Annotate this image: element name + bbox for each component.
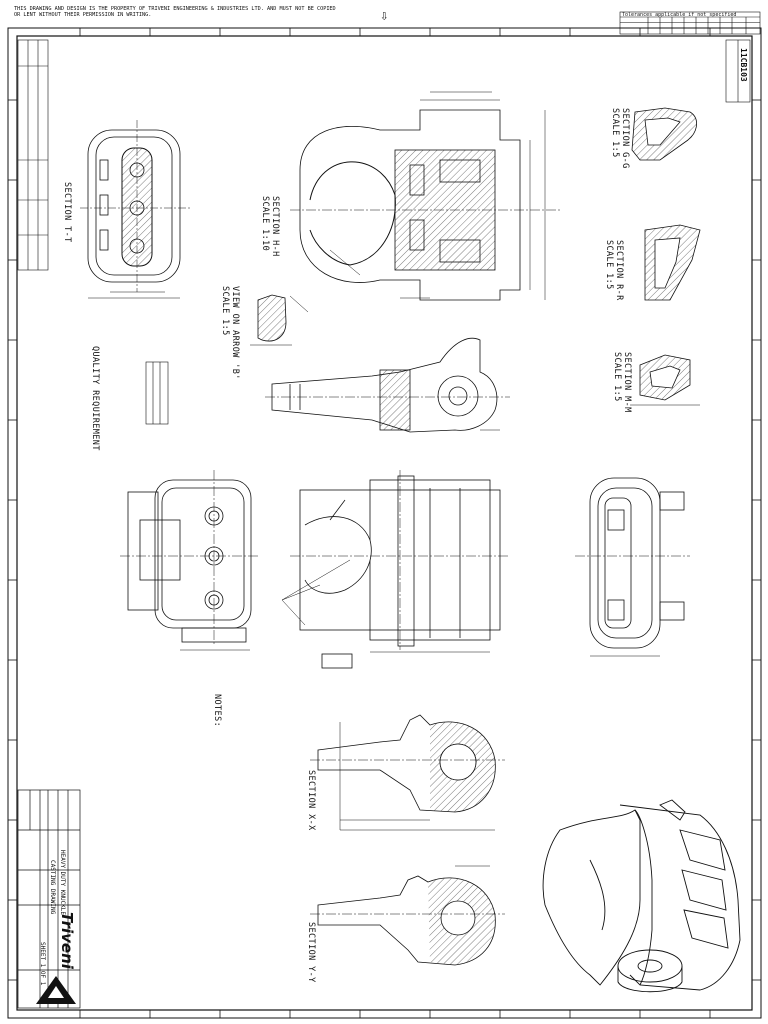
section-m-m-scale: SCALE 1:5 (612, 352, 622, 402)
outer-border (7, 27, 762, 1019)
view-arrow-icon: ⇩ (380, 8, 389, 24)
isometric-view-drawing (542, 799, 741, 993)
section-y-y-drawing (310, 865, 505, 966)
section-t-t-drawing (80, 120, 190, 299)
view-arrow-b-title: VIEW ON ARROW 'B' (230, 286, 240, 380)
quality-table (145, 361, 169, 425)
section-h-h-drawing (290, 91, 560, 301)
section-m-m-title: SECTION M-M (622, 352, 632, 413)
zone-ticks-top (79, 28, 711, 36)
section-r-r-title: SECTION R-R (614, 240, 624, 301)
section-r-r-drawing (644, 224, 701, 301)
section-g-g-scale: SCALE 1:5 (610, 108, 620, 158)
section-g-g-label: SECTION G-G SCALE 1:5 (610, 108, 630, 169)
profile-view-drawing (265, 337, 510, 433)
zone-ticks-right (752, 99, 761, 981)
view-arrow-b-drawing (250, 294, 309, 346)
section-r-r-scale: SCALE 1:5 (604, 240, 614, 290)
quality-requirement-label: QUALITY REQUIREMENT (90, 346, 100, 451)
tolerance-table (619, 11, 761, 35)
section-g-g-drawing (631, 107, 697, 161)
notes-title: NOTES: (212, 694, 222, 728)
section-r-r-label: SECTION R-R SCALE 1:5 (604, 240, 624, 301)
view-arrow-b-scale: SCALE 1:5 (220, 286, 230, 336)
view-arrow-b-label: VIEW ON ARROW 'B' SCALE 1:5 (220, 286, 240, 380)
title-block-sheet: SHEET 1 OF 1 (39, 942, 46, 986)
title-block (17, 789, 81, 1009)
section-h-h-title: SECTION H-H (270, 196, 280, 257)
section-x-x-label: SECTION X-X (306, 770, 316, 831)
title-block-material: CASTING DRAWING (49, 860, 56, 915)
drawing-number: 11CB103 (739, 48, 748, 82)
zone-ticks-bottom (79, 1010, 711, 1018)
section-h-h-scale: SCALE 1:10 (260, 196, 270, 252)
title-block-part-name: HEAVY DUTY KNUCKLE (59, 850, 66, 916)
zone-ticks-left (8, 99, 17, 981)
copyright-notice: This drawing and design is the property … (14, 6, 336, 19)
side-view-right-drawing (575, 477, 690, 657)
triveni-logo-icon (36, 976, 76, 1004)
section-m-m-label: SECTION M-M SCALE 1:5 (612, 352, 632, 413)
section-m-m-drawing (630, 354, 700, 406)
section-g-g-title: SECTION G-G (620, 108, 630, 169)
revision-table (17, 39, 49, 271)
plan-view-drawing (281, 470, 510, 669)
section-x-x-drawing (310, 714, 505, 831)
drawing-number-box (725, 39, 751, 103)
tolerance-title: Tolerances applicable if not specified (622, 12, 737, 18)
front-view-left-drawing (120, 470, 260, 651)
title-block-brand: Triveni (58, 912, 76, 969)
inner-border (16, 35, 753, 1011)
section-h-h-label: SECTION H-H SCALE 1:10 (260, 196, 280, 257)
section-y-y-label: SECTION Y-Y (306, 922, 316, 983)
section-t-t-label: SECTION T-T (62, 182, 72, 243)
